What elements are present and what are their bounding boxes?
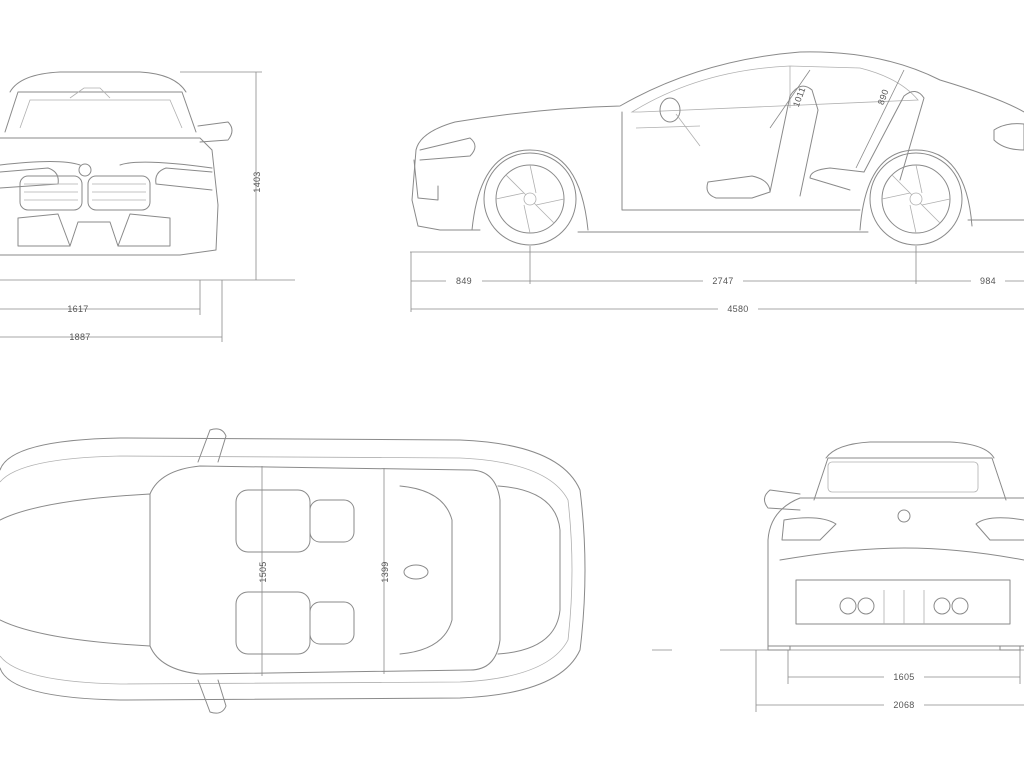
side-front-overhang-label: 849 [456, 276, 472, 286]
side-rear-overhang-label: 984 [980, 276, 996, 286]
rear-view: 1605 2068 [652, 441, 1024, 712]
front-view: 1403 1617 1887 [0, 71, 295, 342]
front-track-label: 1617 [67, 304, 88, 314]
side-wheelbase-label: 2747 [712, 276, 733, 286]
rear-track-label: 1605 [893, 672, 914, 682]
front-width-label: 1887 [69, 332, 90, 342]
rear-width-label: 2068 [893, 700, 914, 710]
front-height-label: 1403 [252, 171, 262, 192]
side-length-label: 4580 [727, 304, 748, 314]
side-view: 1011 890 849 2747 984 4580 [410, 51, 1024, 315]
top-rear-shoulder-label: 1399 [380, 561, 390, 582]
top-front-shoulder-label: 1505 [258, 561, 268, 582]
side-rear-headroom-label: 890 [876, 88, 891, 106]
top-view: 1505 1399 [0, 428, 586, 714]
